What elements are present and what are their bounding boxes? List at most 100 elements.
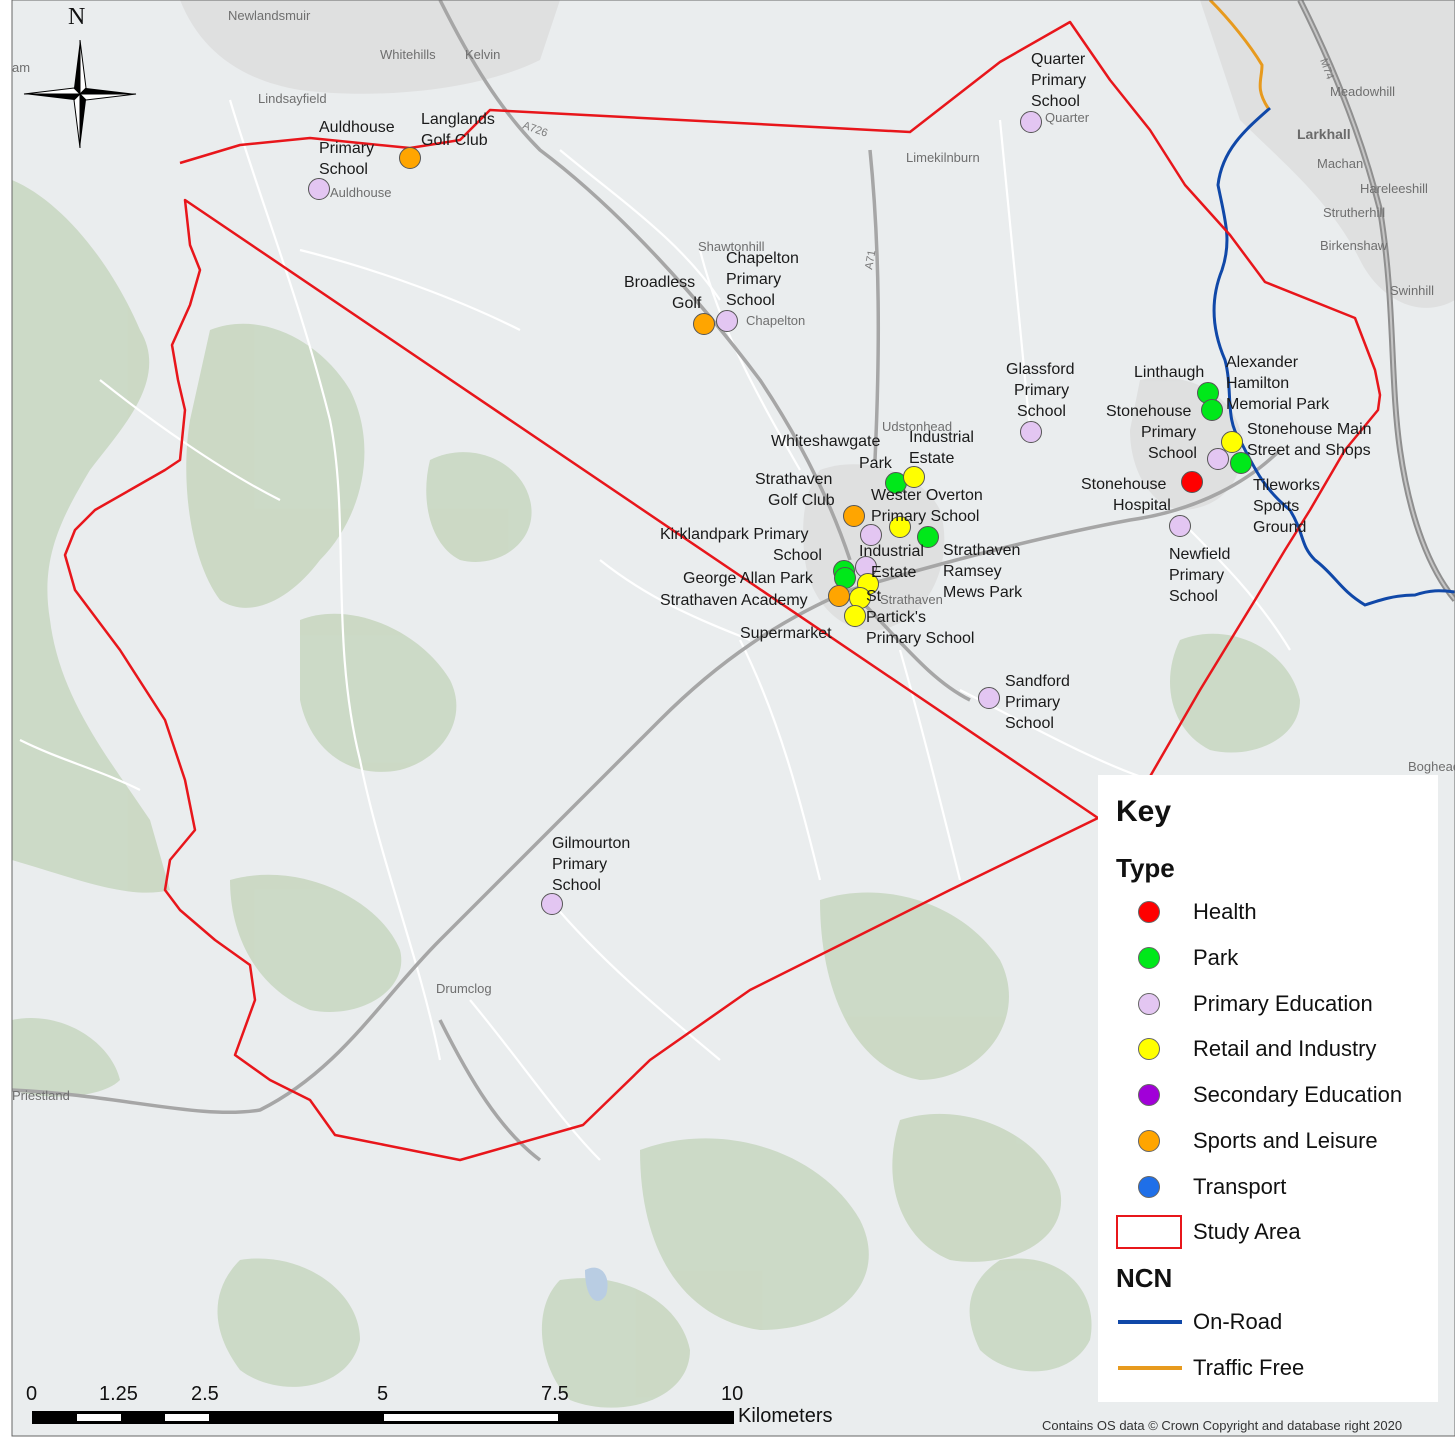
poi-label: Industrial bbox=[859, 543, 924, 560]
poi-marker-retail-and-industry[interactable] bbox=[903, 466, 925, 488]
scale-bar-segment bbox=[384, 1414, 558, 1421]
legend-item-study-area: Study Area bbox=[1116, 1215, 1428, 1249]
poi-markers[interactable] bbox=[308, 111, 1252, 915]
urban-areas bbox=[180, 0, 1455, 631]
poi-marker-primary-education[interactable] bbox=[860, 524, 882, 546]
place-label: Larkhall bbox=[1297, 126, 1351, 142]
study-area-box-icon bbox=[1116, 1215, 1182, 1249]
poi-label: Primary School bbox=[871, 508, 979, 525]
poi-marker-health[interactable] bbox=[1181, 471, 1203, 493]
poi-marker-primary-education[interactable] bbox=[1020, 421, 1042, 443]
poi-marker-primary-education[interactable] bbox=[308, 178, 330, 200]
poi-marker-primary-education[interactable] bbox=[716, 310, 738, 332]
poi-label: School bbox=[773, 547, 822, 564]
poi-label: Partick's bbox=[866, 609, 926, 626]
poi-label: Ramsey bbox=[943, 563, 1002, 580]
place-label: Lindsayfield bbox=[258, 91, 327, 106]
north-arrow-label: N bbox=[68, 4, 86, 30]
poi-marker-primary-education[interactable] bbox=[541, 893, 563, 915]
poi-label: Whiteshawgate bbox=[771, 433, 880, 450]
poi-label: Stonehouse bbox=[1081, 476, 1167, 493]
poi-label: Primary bbox=[1014, 382, 1069, 399]
poi-marker-park[interactable] bbox=[1230, 452, 1252, 474]
place-label: Machan bbox=[1317, 156, 1363, 171]
legend-item-park: Park bbox=[1118, 943, 1428, 973]
legend-item-on-road: On-Road bbox=[1118, 1307, 1428, 1337]
on-road-line-icon bbox=[1118, 1320, 1182, 1324]
poi-label: School bbox=[1031, 93, 1080, 110]
place-label: Newlandsmuir bbox=[228, 8, 311, 23]
poi-marker-primary-education[interactable] bbox=[1207, 448, 1229, 470]
poi-marker-primary-education[interactable] bbox=[978, 687, 1000, 709]
poi-marker-retail-and-industry[interactable] bbox=[1221, 431, 1243, 453]
main-roads bbox=[11, 0, 1282, 1162]
poi-label: School bbox=[726, 292, 775, 309]
legend-type-heading: Type bbox=[1116, 853, 1175, 883]
poi-labels: Auldhouse Primary School Langlands Golf … bbox=[319, 51, 1372, 894]
poi-label: Primary bbox=[726, 271, 781, 288]
poi-marker-sports-and-leisure[interactable] bbox=[399, 147, 421, 169]
poi-label: Strathaven bbox=[755, 471, 832, 488]
poi-label: Newfield bbox=[1169, 546, 1230, 563]
poi-label: Gilmourton bbox=[552, 835, 630, 852]
place-label: Kelvin bbox=[465, 47, 500, 62]
m74-motorway-centre bbox=[1299, 0, 1455, 601]
scale-bar-segment bbox=[165, 1414, 209, 1421]
poi-marker-park[interactable] bbox=[1201, 399, 1223, 421]
place-label: Strutherhill bbox=[1323, 205, 1385, 220]
legend-item-label: Health bbox=[1193, 899, 1257, 924]
place-label: Meadowhill bbox=[1330, 84, 1395, 99]
scale-tick-label: 7.5 bbox=[541, 1383, 569, 1405]
poi-marker-sports-and-leisure[interactable] bbox=[843, 505, 865, 527]
legend-item-health: Health bbox=[1118, 897, 1428, 927]
retail-and-industry-dot-icon bbox=[1138, 1038, 1160, 1060]
legend-item-label: Primary Education bbox=[1193, 991, 1373, 1016]
poi-label: Kirklandpark Primary bbox=[660, 526, 808, 543]
legend-item-label: Retail and Industry bbox=[1193, 1036, 1377, 1061]
poi-marker-retail-and-industry[interactable] bbox=[844, 605, 866, 627]
health-dot-icon bbox=[1138, 901, 1160, 923]
place-label: Birkenshaw bbox=[1320, 238, 1388, 253]
woodland-areas bbox=[12, 180, 1300, 1408]
place-label: Hareleeshill bbox=[1360, 181, 1428, 196]
primary-education-dot-icon bbox=[1138, 993, 1160, 1015]
poi-label: School bbox=[1148, 445, 1197, 462]
poi-label: Sports bbox=[1253, 498, 1299, 515]
legend-item-transport: Transport bbox=[1118, 1172, 1428, 1202]
poi-label: School bbox=[552, 877, 601, 894]
poi-marker-sports-and-leisure[interactable] bbox=[828, 585, 850, 607]
map-frame bbox=[11, 0, 1455, 1437]
poi-label: Primary School bbox=[866, 630, 974, 647]
poi-label: Primary bbox=[1031, 72, 1086, 89]
poi-label: Primary bbox=[552, 856, 607, 873]
legend-title: Key bbox=[1116, 795, 1172, 828]
legend-item-traffic-free: Traffic Free bbox=[1118, 1353, 1428, 1383]
poi-marker-sports-and-leisure[interactable] bbox=[693, 313, 715, 335]
poi-marker-park[interactable] bbox=[917, 526, 939, 548]
poi-label: Chapelton bbox=[726, 250, 799, 267]
legend-item-label: Traffic Free bbox=[1193, 1355, 1305, 1380]
poi-label: Estate bbox=[871, 564, 916, 581]
poi-label: Auldhouse bbox=[319, 119, 395, 136]
poi-label: Supermarket bbox=[740, 625, 832, 642]
poi-label: Strathaven Academy bbox=[660, 592, 808, 609]
poi-label: Industrial bbox=[909, 429, 974, 446]
poi-label: Primary bbox=[319, 140, 374, 157]
place-label: Whitehills bbox=[380, 47, 436, 62]
place-label: Boghead bbox=[1408, 759, 1455, 774]
poi-label: Hospital bbox=[1113, 497, 1171, 514]
transport-dot-icon bbox=[1138, 1176, 1160, 1198]
poi-label: School bbox=[1017, 403, 1066, 420]
place-label: Chapelton bbox=[746, 313, 805, 328]
poi-marker-primary-education[interactable] bbox=[1169, 515, 1191, 537]
scale-tick-label: 10 bbox=[721, 1383, 744, 1405]
poi-marker-primary-education[interactable] bbox=[1020, 111, 1042, 133]
poi-marker-retail-and-industry[interactable] bbox=[889, 516, 911, 538]
place-label: Auldhouse bbox=[330, 185, 391, 200]
poi-label: Broadless bbox=[624, 274, 695, 291]
copyright-credit: Contains OS data © Crown Copyright and d… bbox=[1042, 1418, 1403, 1433]
legend-ncn-heading: NCN bbox=[1116, 1263, 1173, 1293]
scale-bar bbox=[32, 1411, 734, 1424]
park-dot-icon bbox=[1138, 947, 1160, 969]
